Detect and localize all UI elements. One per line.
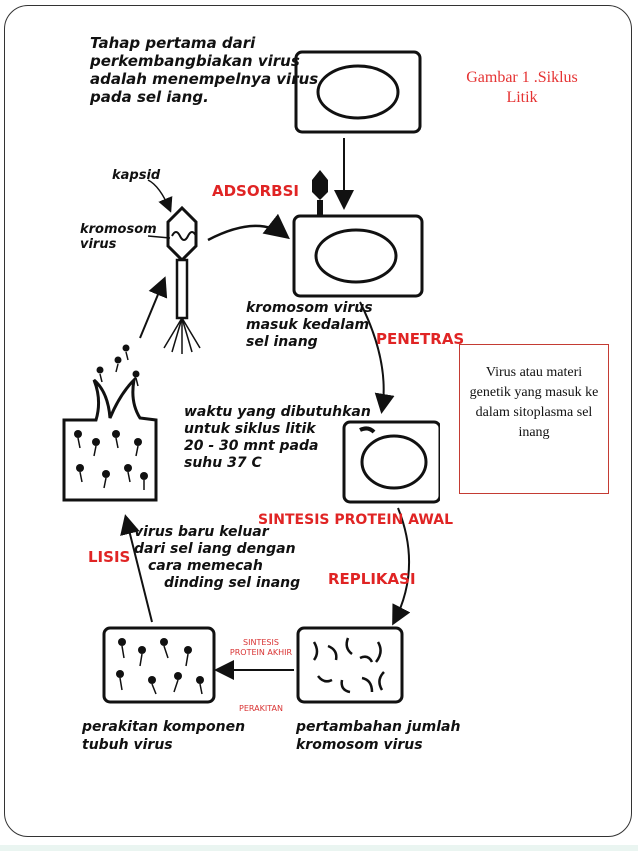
label-replikasi: REPLIKASI <box>328 570 416 588</box>
caption-line-1: Gambar 1 .Siklus <box>436 68 608 88</box>
label-akhir-line-1: SINTESIS <box>226 638 296 648</box>
label-keluar-line-4: dinding sel inang <box>134 575 300 592</box>
label-masuk-line-3: sel inang <box>246 334 373 351</box>
kapsid-pointer <box>148 180 170 210</box>
label-kromosom-line-2: virus <box>80 237 157 252</box>
label-pertambahan: pertambahan jumlah kromosom virus <box>296 718 460 754</box>
arrow-adsorbsi <box>208 226 286 240</box>
figure-caption: Gambar 1 .Siklus Litik <box>436 68 608 108</box>
label-kromosom-virus: kromosom virus <box>80 222 157 252</box>
arrow-new-virus <box>140 280 164 338</box>
label-pertambahan-line-2: kromosom virus <box>296 736 460 754</box>
label-kromosom-masuk: kromosom virus masuk kedalam sel inang <box>246 300 373 351</box>
label-adsorbsi: ADSORBSI <box>212 182 299 200</box>
host-cell-replication <box>298 628 402 702</box>
label-waktu-line-4: suhu 37 C <box>184 455 371 472</box>
intro-line-1: Tahap pertama dari <box>90 34 318 52</box>
bacteriophage <box>164 208 200 354</box>
side-note-box: Virus atau materi genetik yang masuk ke … <box>459 344 609 494</box>
label-perakitan: PERAKITAN <box>226 704 296 714</box>
label-lisis: LISIS <box>88 548 130 566</box>
label-virus-keluar: virus baru keluar dari sel iang dengan c… <box>134 524 300 592</box>
label-komponen-line-1: perakitan komponen <box>82 718 245 736</box>
diagram-graphics <box>60 30 440 770</box>
label-keluar-line-3: cara memecah <box>134 558 300 575</box>
label-waktu: waktu yang dibutuhkan untuk siklus litik… <box>184 404 371 472</box>
label-akhir-line-2: PROTEIN AKHIR <box>226 648 296 658</box>
label-penetrasi: PENETRAS <box>376 330 464 348</box>
label-kromosom-line-1: kromosom <box>80 222 157 237</box>
label-waktu-line-3: 20 - 30 mnt pada <box>184 438 371 455</box>
label-kapsid: kapsid <box>112 168 160 183</box>
label-komponen-line-2: tubuh virus <box>82 736 245 754</box>
label-waktu-line-2: untuk siklus litik <box>184 421 371 438</box>
lytic-cycle-diagram: Tahap pertama dari perkembangbiakan viru… <box>60 30 440 770</box>
intro-line-3: adalah menempelnya virus <box>90 70 318 88</box>
intro-text: Tahap pertama dari perkembangbiakan viru… <box>90 34 318 106</box>
label-sintesis-protein-akhir: SINTESIS PROTEIN AKHIR <box>226 638 296 658</box>
host-cell-lysis <box>64 345 156 501</box>
label-masuk-line-1: kromosom virus <box>246 300 373 317</box>
host-cell-adsorption <box>294 170 422 296</box>
bottom-strip <box>0 845 638 851</box>
label-perakitan-komponen: perakitan komponen tubuh virus <box>82 718 245 754</box>
host-cell-assembly <box>104 628 214 702</box>
label-keluar-line-1: virus baru keluar <box>134 524 300 541</box>
label-pertambahan-line-1: pertambahan jumlah <box>296 718 460 736</box>
caption-line-2: Litik <box>436 88 608 108</box>
label-keluar-line-2: dari sel iang dengan <box>134 541 300 558</box>
label-masuk-line-2: masuk kedalam <box>246 317 373 334</box>
intro-line-4: pada sel iang. <box>90 88 318 106</box>
side-note-text: Virus atau materi genetik yang masuk ke … <box>470 365 599 440</box>
intro-line-2: perkembangbiakan virus <box>90 52 318 70</box>
label-waktu-line-1: waktu yang dibutuhkan <box>184 404 371 421</box>
